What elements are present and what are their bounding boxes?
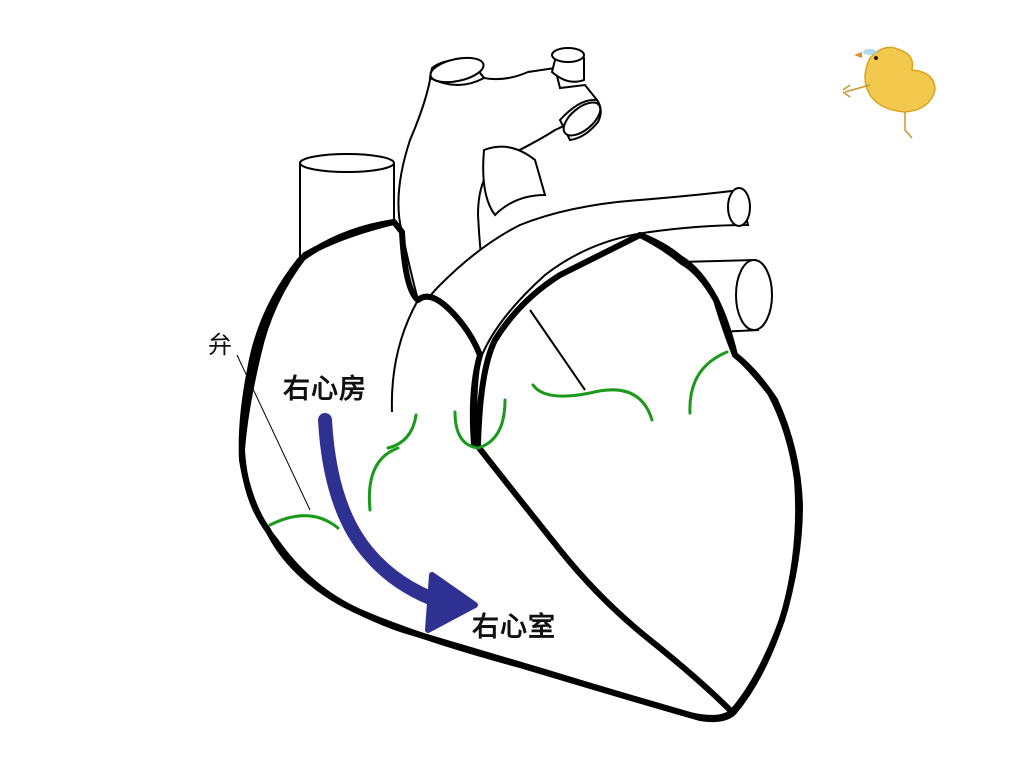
valve-arc <box>588 388 654 422</box>
interventricular-groove <box>529 309 586 391</box>
chick-icon <box>842 46 936 139</box>
valve-arc <box>453 410 480 450</box>
aorta <box>397 47 602 301</box>
valve-arc <box>476 398 507 450</box>
valve-arc <box>688 350 729 415</box>
right-atrium-label: 右心房 <box>283 374 367 405</box>
valve-label: 弁 <box>208 331 232 359</box>
valve-leader-line <box>236 354 311 511</box>
heart-left-border <box>238 219 802 723</box>
valves <box>268 350 729 530</box>
flow-arrow-icon <box>318 413 478 633</box>
tricuspid-valve <box>268 514 340 530</box>
septum-line <box>473 442 735 715</box>
ascending-aorta-front <box>390 299 419 413</box>
valve-arc <box>367 446 400 512</box>
right-ventricle-label: 右心室 <box>472 612 556 643</box>
valve-arc <box>531 383 592 398</box>
valve-arc <box>386 413 418 450</box>
